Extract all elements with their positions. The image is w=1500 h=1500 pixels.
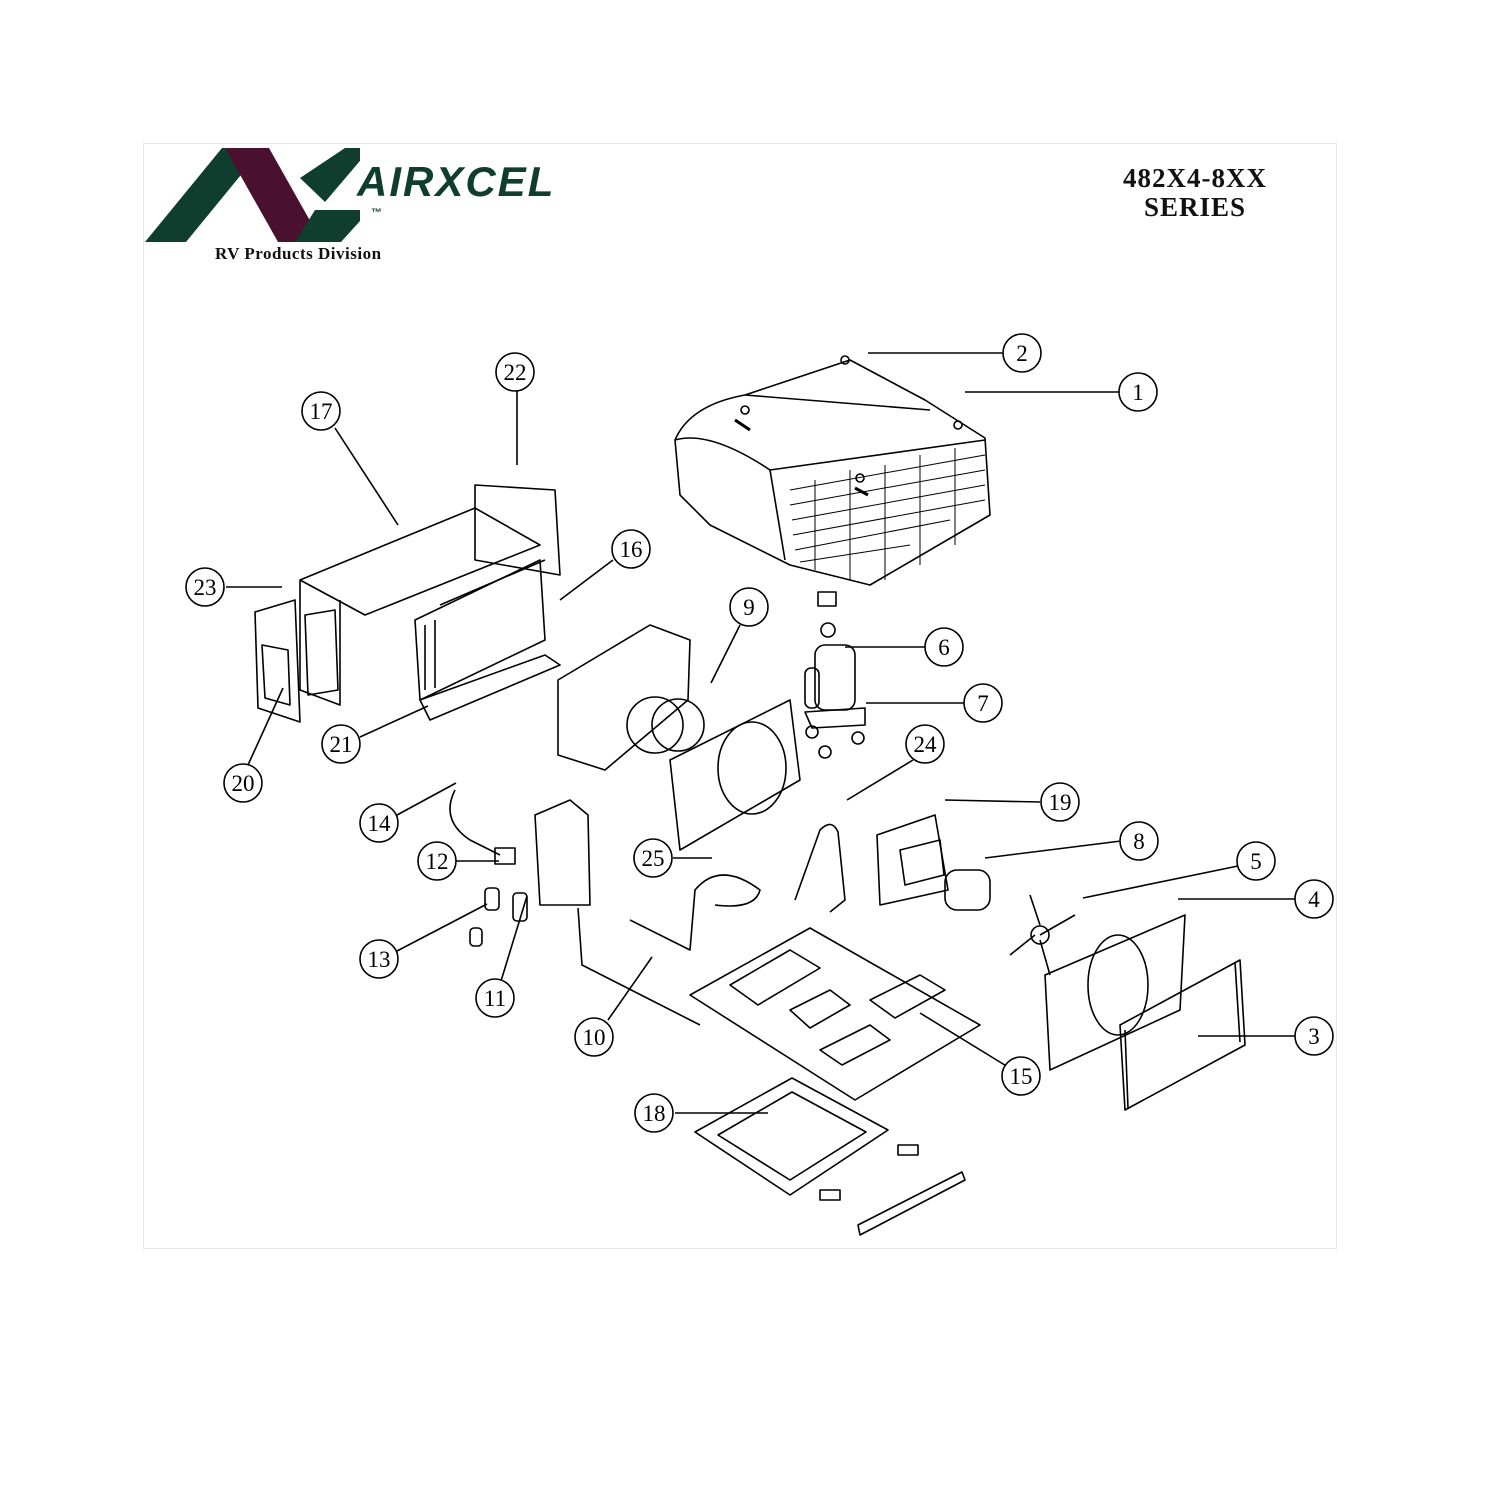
part-evaporator-housing — [254, 484, 561, 723]
svg-text:13: 13 — [368, 947, 391, 972]
svg-text:18: 18 — [643, 1101, 666, 1126]
callout-23: 23 — [185, 567, 225, 607]
brand-name: AIRXCEL — [357, 158, 556, 205]
svg-text:17: 17 — [310, 399, 333, 424]
callout-7: 7 — [963, 683, 1003, 723]
svg-text:11: 11 — [484, 986, 506, 1011]
part-control-box — [449, 789, 591, 947]
svg-text:16: 16 — [620, 537, 643, 562]
part-condenser-fan-assembly — [876, 814, 1076, 976]
callout-19: 19 — [1040, 782, 1080, 822]
part-shroud — [674, 359, 991, 586]
callout-21: 21 — [321, 724, 361, 764]
callout-2: 2 — [1002, 333, 1042, 373]
callout-25: 25 — [633, 838, 673, 878]
division-label: RV Products Division — [215, 244, 382, 263]
callout-14: 14 — [359, 803, 399, 843]
callout-15: 15 — [1001, 1056, 1041, 1096]
callout-6: 6 — [924, 627, 964, 667]
svg-text:2: 2 — [1016, 341, 1028, 366]
part-condenser — [1044, 914, 1246, 1111]
part-evaporator-coil — [414, 559, 561, 721]
part-refrigerant-tubing — [629, 823, 846, 951]
callout-20: 20 — [223, 763, 263, 803]
svg-text:20: 20 — [232, 771, 255, 796]
callout-labels: 1 2 3 4 5 6 7 8 9 10 11 12 13 14 15 16 1… — [185, 333, 1334, 1133]
callout-8: 8 — [1119, 821, 1159, 861]
svg-text:23: 23 — [194, 575, 217, 600]
svg-text:21: 21 — [330, 732, 353, 757]
callout-24: 24 — [905, 724, 945, 764]
series-model: 482X4-8XX — [1123, 163, 1267, 193]
svg-text:25: 25 — [642, 846, 665, 871]
callout-12: 12 — [417, 841, 457, 881]
part-base-pan — [689, 927, 981, 1101]
callout-13: 13 — [359, 939, 399, 979]
svg-text:8: 8 — [1133, 829, 1145, 854]
callout-5: 5 — [1236, 841, 1276, 881]
part-compressor — [804, 591, 866, 759]
callout-4: 4 — [1294, 879, 1334, 919]
svg-text:6: 6 — [938, 635, 950, 660]
callout-10: 10 — [574, 1017, 614, 1057]
svg-text:24: 24 — [914, 732, 938, 757]
svg-text:9: 9 — [743, 595, 755, 620]
trademark-symbol: ™ — [371, 207, 382, 219]
series-title: 482X4-8XX SERIES — [1080, 164, 1310, 222]
callout-1: 1 — [1118, 372, 1158, 412]
part-screws — [740, 355, 963, 483]
callout-11: 11 — [475, 978, 515, 1018]
callout-16: 16 — [611, 529, 651, 569]
airxcel-logo-icon — [145, 148, 360, 242]
callout-9: 9 — [729, 587, 769, 627]
svg-text:7: 7 — [977, 691, 989, 716]
callout-22: 22 — [495, 352, 535, 392]
callout-3: 3 — [1294, 1016, 1334, 1056]
callout-17: 17 — [301, 391, 341, 431]
part-ceiling-gasket — [694, 1077, 966, 1236]
series-label: SERIES — [1143, 192, 1247, 222]
svg-text:22: 22 — [504, 360, 527, 385]
svg-text:4: 4 — [1308, 887, 1320, 912]
leader-lines — [226, 352, 1296, 1114]
svg-text:5: 5 — [1250, 849, 1262, 874]
svg-text:10: 10 — [583, 1025, 606, 1050]
callout-18: 18 — [634, 1093, 674, 1133]
diagram-sheet — [143, 143, 1337, 1249]
svg-text:15: 15 — [1010, 1064, 1033, 1089]
svg-text:12: 12 — [426, 849, 449, 874]
svg-text:3: 3 — [1308, 1024, 1320, 1049]
part-blower-housing — [557, 624, 801, 851]
svg-text:19: 19 — [1049, 790, 1072, 815]
svg-text:14: 14 — [368, 811, 392, 836]
svg-text:1: 1 — [1132, 380, 1144, 405]
